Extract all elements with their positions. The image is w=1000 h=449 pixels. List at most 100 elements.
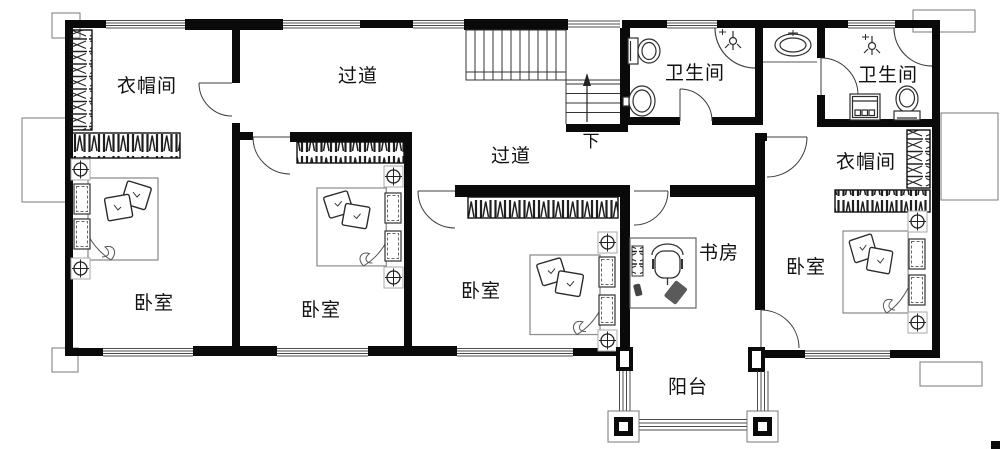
bed-icon: [842, 230, 909, 314]
sink-icon: [622, 85, 656, 117]
door-bedroom-mid-left: [252, 136, 291, 175]
label-cloakroom-left: 衣帽间: [117, 75, 177, 97]
chair-icon: [651, 243, 684, 285]
wardrobes: [69, 29, 931, 219]
wall-segment: [193, 346, 277, 356]
toilet-icon: [893, 85, 921, 121]
nightstand-icon: [384, 192, 402, 224]
label-balcony: 阳台: [668, 376, 708, 398]
wall-segment: [825, 20, 848, 28]
wall-segment: [573, 348, 620, 356]
door-cloakroom-right: [766, 136, 808, 178]
room-labels: 衣帽间 过道 过道 下 卫生间 卫生间 衣帽间 卧室 卧室 卧室 卧室 书房 阳…: [117, 62, 918, 398]
notebook-icon: [664, 280, 688, 305]
basin-niche: [763, 30, 817, 63]
door-bedroom-mid-right: [417, 190, 456, 229]
lamp-icon: [70, 257, 91, 280]
staircase: [465, 29, 620, 124]
balcony-structure: [607, 347, 779, 443]
label-bedroom-far-right: 卧室: [786, 256, 826, 278]
shower-icon: [862, 27, 933, 67]
wall-segment: [755, 28, 763, 125]
wall-segment: [240, 132, 253, 140]
wall-segment: [755, 141, 765, 310]
wall-segment: [368, 346, 457, 356]
label-bedroom-far-left: 卧室: [134, 292, 174, 314]
label-corridor-top: 过道: [338, 65, 378, 87]
lamp-icon: [597, 231, 618, 254]
wall-segment: [65, 20, 73, 356]
wall-segment: [895, 20, 940, 28]
label-bedroom-mid-right: 卧室: [461, 280, 501, 302]
bathroom-left-fixtures: [622, 27, 756, 117]
door-bedroom-far-right: [760, 309, 800, 349]
nightstand-icon: [73, 183, 91, 215]
wall-segment: [404, 132, 412, 348]
label-bedroom-mid-left: 卧室: [301, 299, 341, 321]
shower-icon: [714, 27, 756, 69]
basin-icon: [774, 30, 812, 57]
nightstand-icon: [598, 256, 616, 288]
door-bathroom-right: [820, 57, 859, 96]
phone-icon: [633, 283, 643, 297]
shelf-unit-icon: [69, 29, 93, 131]
wall-segment: [566, 124, 628, 132]
label-cloakroom-right: 衣帽间: [836, 151, 896, 173]
wall-segment: [755, 133, 767, 141]
lamp-icon: [383, 266, 404, 289]
balcony-post: [607, 410, 640, 443]
wall-segment: [758, 350, 805, 358]
wardrobe-icon: [69, 132, 181, 159]
wall-segment: [670, 185, 757, 197]
wall-segment: [622, 20, 667, 28]
wardrobe-icon: [296, 141, 405, 164]
washing-machine-icon: [849, 93, 881, 121]
wall-segment: [232, 28, 240, 83]
window: [568, 20, 620, 28]
lamp-icon: [907, 210, 928, 233]
bed-icon: [87, 177, 159, 261]
corner-mark: [991, 441, 1000, 449]
wall-segment: [360, 20, 413, 28]
nightstand-icon: [908, 238, 926, 270]
stair-direction-arrow: [583, 73, 591, 122]
balcony-railing: [619, 371, 769, 431]
nightstand-icon: [598, 294, 616, 326]
nightstand-icon: [908, 274, 926, 306]
window: [457, 348, 573, 357]
wall-segment: [620, 117, 680, 125]
lamp-icon: [70, 158, 91, 181]
bed-icon: [316, 187, 387, 267]
door-study: [633, 190, 669, 226]
bathroom-right-fixtures: [849, 27, 933, 121]
wall-segment: [620, 28, 630, 125]
wall-segment: [712, 117, 763, 125]
window: [277, 348, 368, 357]
wardrobe-icon: [834, 189, 931, 213]
shelf-unit-icon: [906, 129, 931, 189]
wall-segment: [290, 132, 412, 142]
window: [805, 350, 890, 359]
label-bathroom-right: 卫生间: [858, 64, 918, 86]
wall-segment: [455, 185, 626, 197]
door-bathroom-left: [679, 88, 713, 122]
bed-icon: [529, 254, 601, 336]
lamp-icon: [907, 311, 928, 334]
balcony-post: [746, 410, 779, 443]
wardrobe-icon: [467, 196, 619, 219]
label-corridor-mid: 过道: [491, 145, 531, 167]
nightstand-icon: [384, 230, 402, 262]
lamp-icon: [383, 165, 404, 188]
windows: [103, 20, 895, 359]
window: [283, 20, 360, 29]
wall-segment: [817, 119, 932, 127]
wall-segment: [890, 350, 940, 358]
window: [848, 20, 895, 29]
wall-segment: [620, 185, 630, 356]
label-study: 书房: [699, 242, 739, 264]
books-icon: [631, 245, 644, 277]
wall-segment: [232, 140, 240, 348]
lamp-icon: [597, 329, 618, 352]
